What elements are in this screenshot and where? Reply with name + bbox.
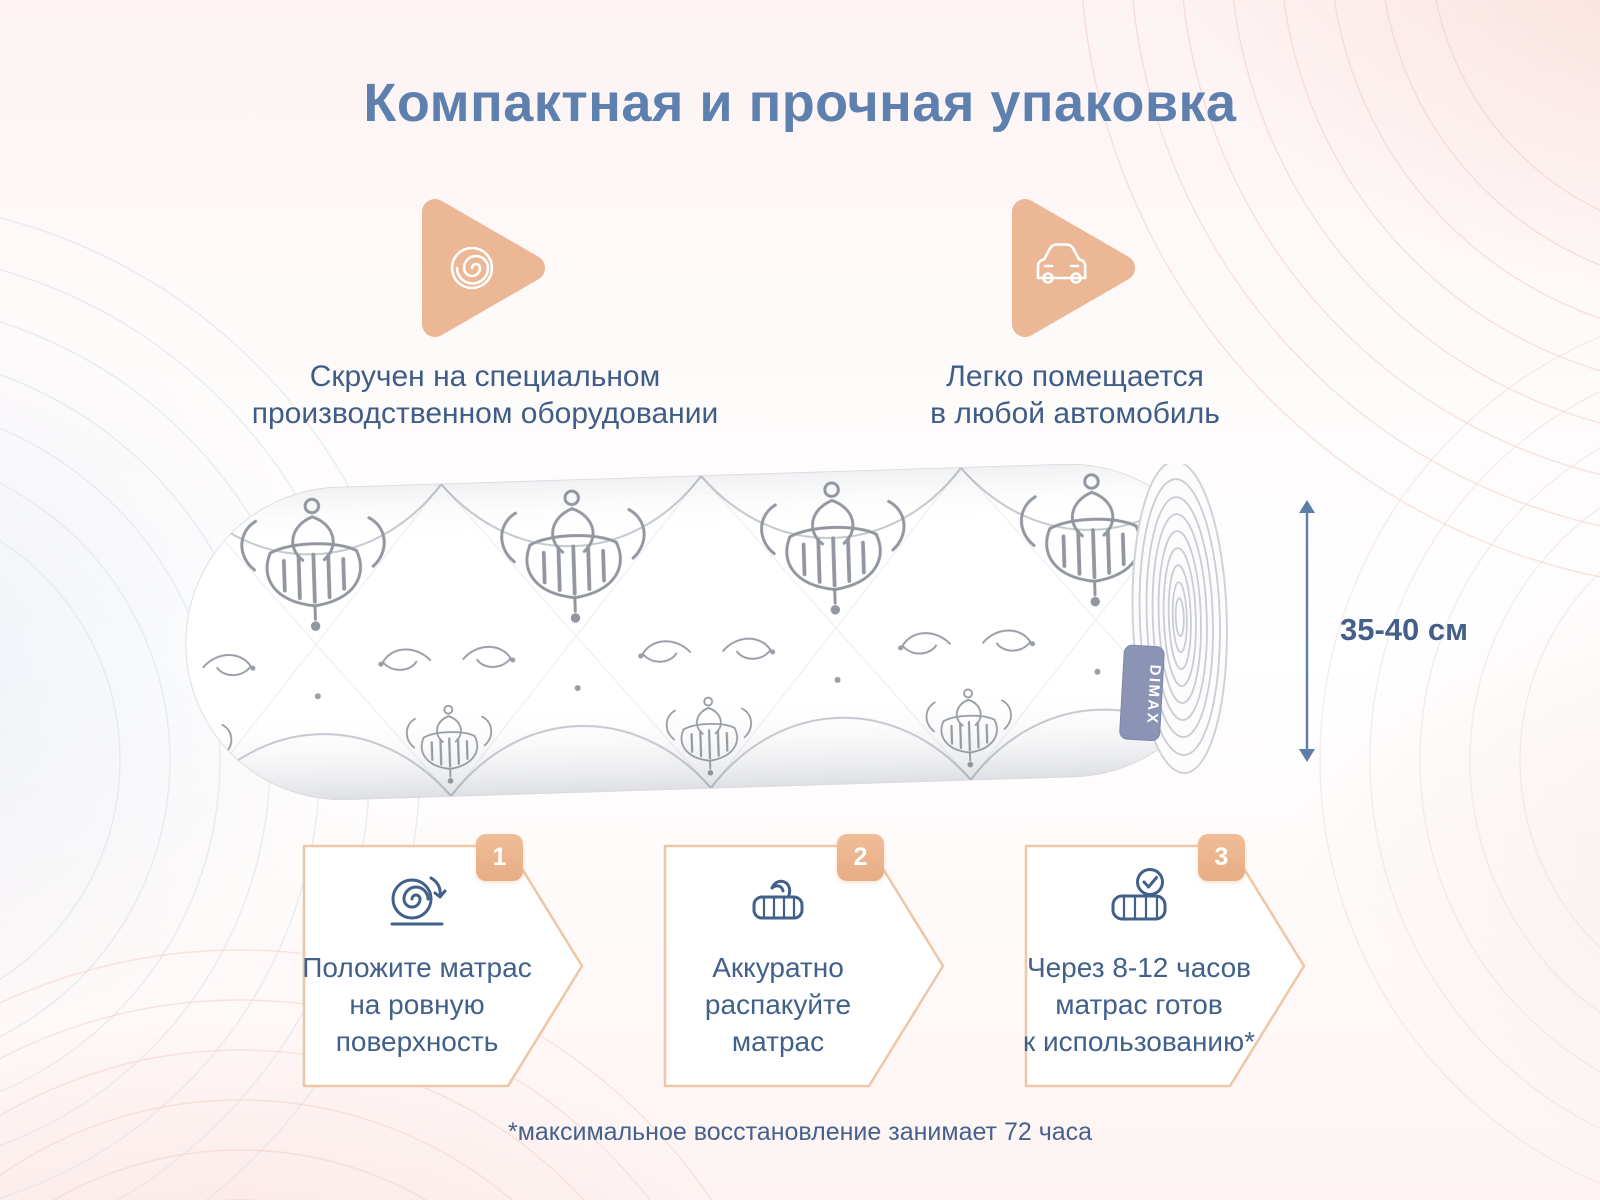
feature-text: Легко помещается в любой автомобиль <box>930 360 1220 431</box>
mattress-roll: DIMAX <box>185 464 1228 800</box>
feature-fits-car: Легко помещается в любой автомобиль <box>795 198 1355 432</box>
step-2: 2 Аккуратно распакуйте матрас <box>659 834 949 1092</box>
triangle-shape <box>1012 199 1135 337</box>
page-title: Компактная и прочная упаковка <box>363 73 1237 133</box>
brand-tag: DIMAX <box>1119 644 1165 742</box>
feature-rolled-equipment: Скручен на специальном производственном … <box>205 198 765 432</box>
step-chevron <box>1024 844 1306 1088</box>
step-number-badge: 2 <box>837 834 884 881</box>
mattress-unpack-icon <box>752 879 804 920</box>
car-icon <box>1036 243 1087 284</box>
step-chevron <box>302 844 584 1088</box>
step-1: 1 Положите матрас на ровную поверхность <box>298 834 588 1092</box>
mattress-ready-check-icon <box>1111 868 1167 921</box>
step-text: Аккуратно распакуйте матрас <box>704 952 852 1057</box>
feature-icon-triangle <box>422 199 545 337</box>
feature-icon-triangle <box>1012 199 1135 337</box>
triangle-shape <box>422 199 545 337</box>
footnote: *максимальное восстановление занимает 72… <box>507 1118 1093 1146</box>
step-3: 3 Через 8-12 часов матрас готов к исполь… <box>1020 834 1310 1092</box>
step-chevron <box>663 844 945 1088</box>
mattress-place-icon <box>390 876 447 926</box>
step-text: Положите матрас на ровную поверхность <box>302 952 532 1057</box>
mattress-roll-image: DIMAX <box>185 464 1228 800</box>
step-number-badge: 1 <box>476 834 523 881</box>
height-measure-label: 35-40 см <box>1340 612 1469 647</box>
height-measure-arrow <box>1299 500 1315 762</box>
brand-tag-label: DIMAX <box>1143 664 1163 726</box>
roll-spiral-icon <box>450 246 494 290</box>
step-text: Через 8-12 часов матрас готов к использо… <box>1023 952 1255 1057</box>
step-number-badge: 3 <box>1198 834 1245 881</box>
feature-text: Скручен на специальном производственном … <box>251 360 719 431</box>
